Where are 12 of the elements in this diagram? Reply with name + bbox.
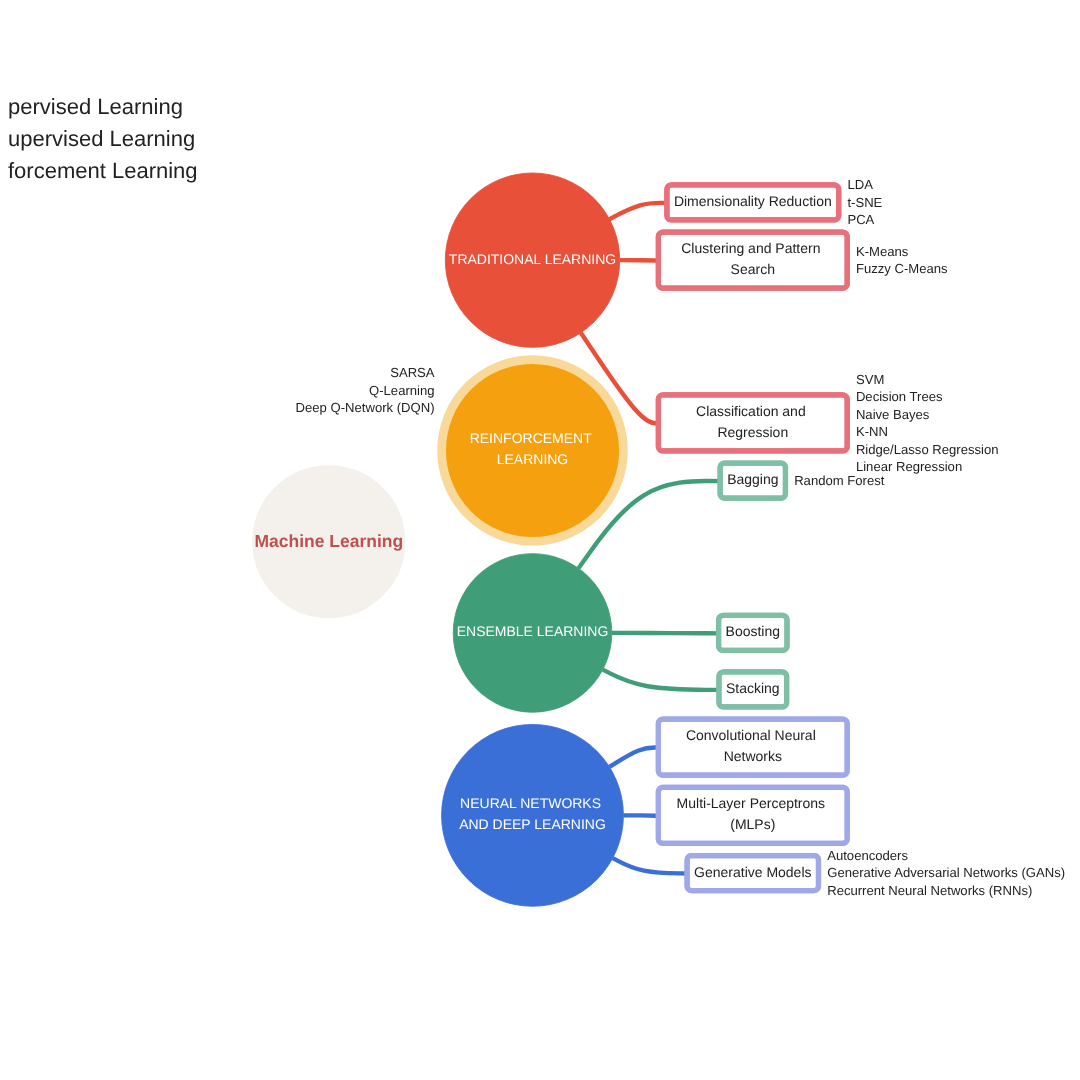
connector (608, 745, 659, 770)
connector (611, 631, 720, 636)
connector (576, 479, 721, 570)
connector (608, 201, 668, 222)
connector (623, 813, 659, 819)
connector (579, 331, 659, 426)
legend-text: pervised Learning (8, 96, 185, 120)
connector (611, 856, 688, 877)
connector (619, 258, 659, 264)
connector (601, 668, 720, 693)
legend-text: forcement Learning (8, 160, 200, 184)
legend-text: upervised Learning (8, 128, 198, 152)
